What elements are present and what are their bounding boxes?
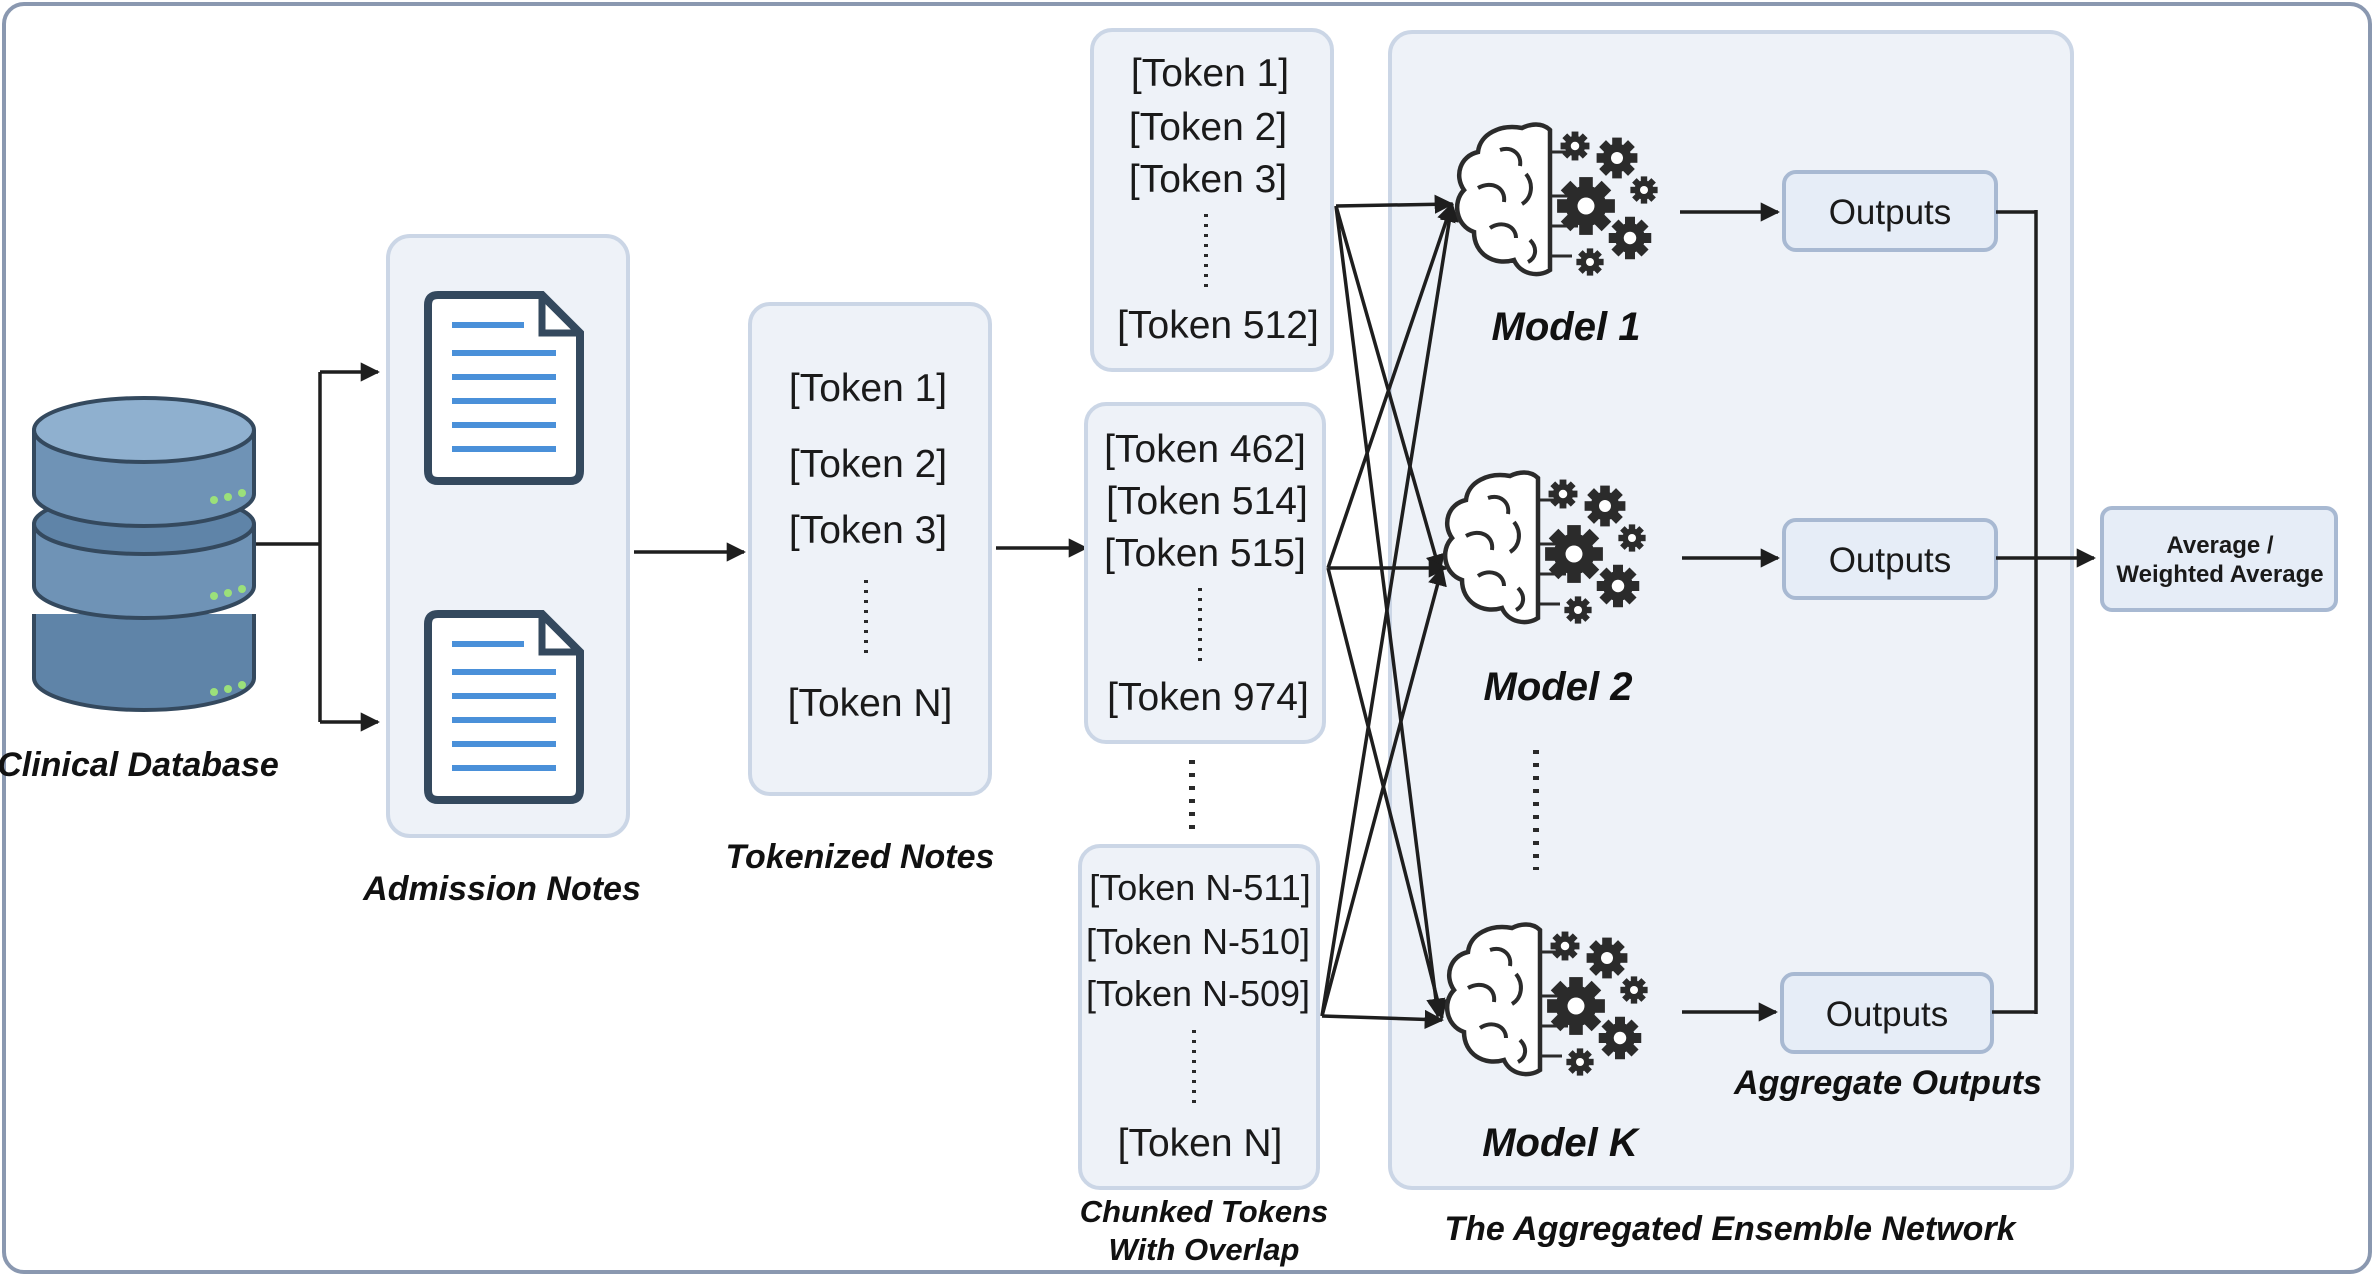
aggregation-connector	[1992, 210, 2096, 1014]
database-icon	[32, 396, 256, 712]
average-label-line2: Weighted Average	[2116, 561, 2323, 588]
token-text: [Token N-510]	[1086, 921, 1310, 962]
database-label: Clinical Database	[0, 746, 279, 784]
token-text: [Token 514]	[1106, 480, 1308, 523]
token-text: [Token N-511]	[1089, 867, 1310, 908]
database-branch-arrows	[256, 362, 380, 732]
aggregate-outputs-label: Aggregate Outputs	[1733, 1064, 2042, 1102]
ensemble-network-panel	[1388, 30, 2074, 1190]
average-box	[2100, 506, 2338, 612]
model-label: Model 1	[1492, 305, 1641, 349]
ensemble-network-label: The Aggregated Ensemble Network	[1444, 1210, 2017, 1248]
model-label: Model K	[1482, 1121, 1641, 1165]
tokenized-notes-panel	[748, 302, 992, 796]
chunk-panel-1	[1090, 28, 1334, 372]
token-text: [Token 515]	[1104, 532, 1306, 575]
token-text: [Token 1]	[789, 367, 947, 410]
token-text: [Token 974]	[1107, 676, 1309, 719]
chunk-to-model-arrows	[1320, 194, 1459, 1030]
chunked-tokens-label-line2: With Overlap	[1109, 1232, 1300, 1267]
chunked-tokens-label-line1: Chunked Tokens	[1080, 1194, 1329, 1229]
token-text: [Token 3]	[1129, 158, 1287, 201]
token-text: [Token N]	[1118, 1122, 1283, 1165]
token-text: [Token 512]	[1117, 304, 1319, 347]
token-text: [Token 462]	[1104, 428, 1306, 471]
token-text: [Token 2]	[1129, 106, 1287, 149]
document-icon	[428, 295, 580, 481]
outputs-label: Outputs	[1829, 541, 1952, 580]
admission-notes-label: Admission Notes	[362, 870, 641, 908]
outputs-label: Outputs	[1829, 193, 1952, 232]
tokenized-notes-label: Tokenized Notes	[726, 838, 995, 876]
token-text: [Token 1]	[1131, 52, 1289, 95]
chunk-panel-2	[1084, 402, 1326, 744]
token-text: [Token 2]	[789, 443, 947, 486]
document-icon	[428, 614, 580, 800]
token-text: [Token N-509]	[1086, 973, 1310, 1014]
outputs-label: Outputs	[1826, 995, 1949, 1034]
token-text: [Token 3]	[789, 509, 947, 552]
model-label: Model 2	[1484, 665, 1633, 709]
token-text: [Token N]	[788, 682, 953, 725]
chunk-panel-3	[1078, 844, 1320, 1190]
average-label-line1: Average /	[2166, 532, 2274, 559]
